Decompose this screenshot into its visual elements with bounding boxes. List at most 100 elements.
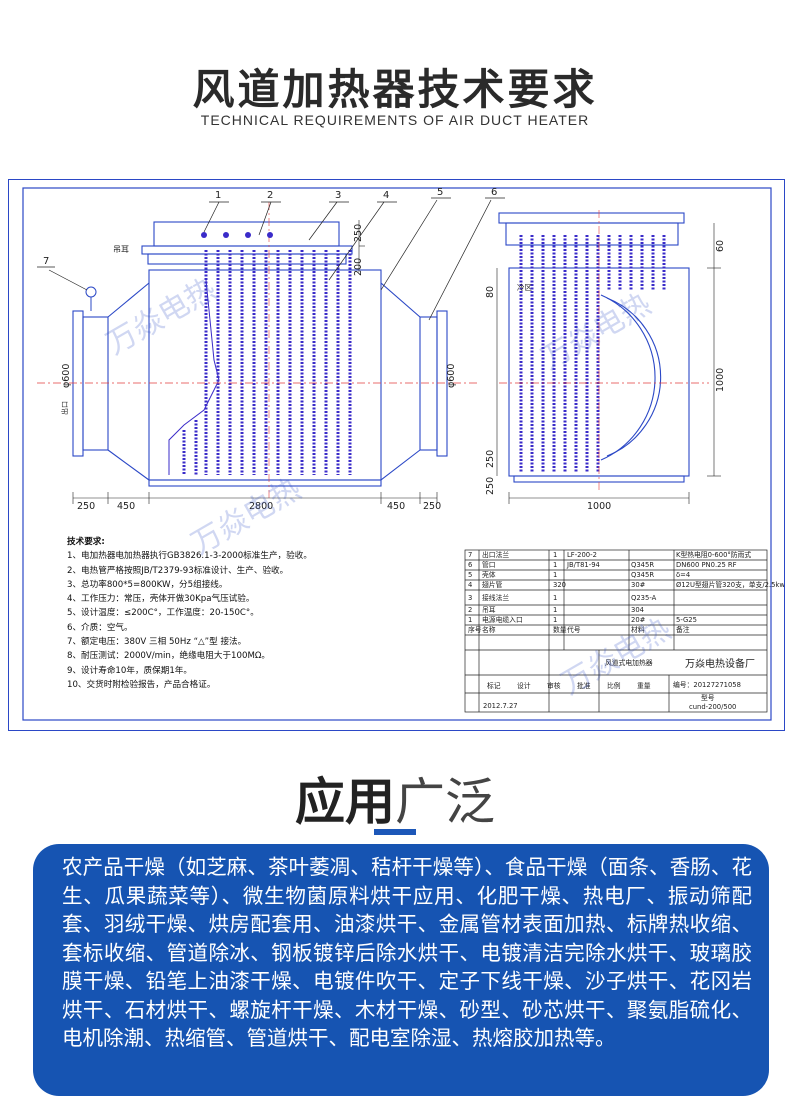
bom-cell: 1 (553, 561, 557, 569)
bom-cell: 1 (553, 594, 557, 602)
dimension-vertical: 200 (353, 258, 364, 276)
callout-7: 7 (43, 256, 49, 267)
sheet-label: 批准 (577, 681, 591, 690)
bom-cell: 320 (553, 581, 566, 589)
bom-header-cell: 数量 (553, 625, 567, 634)
bom-header-cell: 备注 (676, 625, 690, 634)
front-dims: 250 450 2800 450 250 250 200 出口 φ600 φ60… (60, 224, 457, 512)
top-lid-1 (141, 245, 353, 255)
bom-cell: Q345R (631, 571, 654, 579)
application-title-light: 广泛 (395, 773, 495, 831)
bom-header-cell: 序号 (468, 625, 482, 634)
bom-header-cell: 材料 (631, 625, 645, 634)
dimension-bottom: 2800 (249, 501, 273, 512)
application-title-bold: 应用 (295, 773, 395, 831)
lug-label: 吊耳 (113, 245, 129, 254)
thermometer (85, 286, 97, 311)
side-top-lid (498, 212, 685, 224)
bom-cell: 1 (553, 551, 557, 559)
page-title-en: TECHNICAL REQUIREMENTS OF AIR DUCT HEATE… (200, 112, 590, 128)
bom-header-cell: 名称 (482, 625, 496, 634)
dimension-side: 250 (485, 450, 496, 468)
bom-cell: δ=4 (676, 571, 690, 579)
drawing-svg: 1 2 3 4 5 6 7 吊耳 250 450 2800 450 250 25… (22, 187, 784, 721)
note-item: 7、额定电压：380V 三相 50Hz “△”型 接法。 (67, 637, 247, 648)
technical-drawing: 1 2 3 4 5 6 7 吊耳 250 450 2800 450 250 25… (8, 179, 785, 731)
bom-cell: Q345R (631, 561, 654, 569)
left-pipe (82, 316, 109, 451)
application-panel (33, 844, 769, 1096)
note-item: 6、介质：空气。 (67, 622, 133, 633)
callout-1: 1 (215, 190, 221, 201)
bom-cell: 1 (553, 616, 557, 624)
bom-table (464, 549, 768, 713)
right-pipe (419, 316, 438, 451)
bom-cell: 20# (631, 616, 646, 624)
bom-cell: Ø12U型翅片管320支，单支/2.5kw (676, 580, 784, 589)
dia-right-label: φ600 (446, 364, 457, 388)
side-dims: 1000 60 1000 80 250 250 冷区 (485, 240, 726, 512)
notes-heading: 技术要求: (67, 537, 105, 547)
dimension-bottom: 450 (117, 501, 135, 512)
dimension-bottom: 450 (387, 501, 405, 512)
title-underline (374, 829, 416, 835)
side-top-box (505, 222, 679, 246)
bom-cell: 2 (468, 606, 472, 614)
sheet-label: 比例 (607, 681, 621, 690)
bom-header-cell: 代号 (567, 625, 581, 634)
top-junction (153, 221, 340, 247)
note-item: 9、设计寿命10年，质保期1年。 (67, 665, 192, 676)
bom-cell: 电源电缆入口 (482, 615, 523, 624)
bom-cell: 翅片管 (482, 580, 503, 589)
dimension-right: 60 (715, 240, 726, 252)
bom-cell: 1 (468, 616, 472, 624)
bom-cell: DN600 PN0.25 RF (676, 561, 737, 569)
bom-cell: Q235-A (631, 594, 657, 602)
model-value: cund-200/500 (689, 703, 736, 711)
sheet-label: 重量 (637, 682, 651, 690)
callout-4: 4 (383, 190, 389, 201)
bom-cell: 5 (468, 571, 472, 579)
model-label: 型号 (701, 693, 715, 702)
dimension-side-width: 1000 (587, 501, 611, 512)
right-flange (436, 310, 448, 457)
product-name: 风道式电加热器 (605, 658, 653, 667)
bom-cell: 7 (468, 551, 472, 559)
bom-cell: 6 (468, 561, 472, 569)
note-item: 3、总功率800*5=800KW，分5组接线。 (67, 579, 228, 590)
inner-frame (22, 187, 772, 721)
callout-leaders (37, 197, 505, 321)
bom-cell: 4 (468, 581, 472, 589)
dimension-side: 250 (485, 477, 496, 495)
side-arc (600, 294, 656, 461)
application-text: 农产品干燥（如芝麻、茶叶萎凋、秸杆干燥等）、食品干燥（面条、香肠、花生、瓜果蔬菜… (62, 855, 752, 1050)
bom-cell: JB/T81-94 (566, 561, 600, 569)
sheet-label: 设计 (517, 681, 531, 690)
terminal-bolts (201, 232, 273, 238)
bom-cell: LF-200-2 (567, 551, 597, 559)
bom-cell: 1 (553, 571, 557, 579)
bom-cell: 30# (631, 581, 646, 589)
note-item: 8、耐压测试：2000V/min，绝缘电阻大于100MΩ。 (67, 651, 271, 662)
bom-cell: 壳体 (482, 570, 496, 579)
right-transition (380, 282, 421, 481)
callout-2: 2 (267, 190, 273, 201)
dimension-right: 1000 (715, 368, 726, 392)
note-item: 1、电加热器电加热器执行GB3826.1-3-2000标准生产，验收。 (67, 551, 312, 562)
left-flange (72, 310, 84, 457)
side-dim-lines (496, 223, 721, 504)
bom-cell: 5-G25 (676, 616, 697, 624)
drawing-date: 2012.7.27 (483, 702, 518, 710)
dia-left-label: φ600 (61, 364, 72, 388)
top-lid-2 (147, 253, 347, 265)
note-item: 10、交货时附检验报告，产品合格证。 (67, 679, 216, 690)
bom-cell: 管口 (482, 560, 496, 569)
cut-line (168, 279, 220, 475)
company-name: 万焱电热设备厂 (685, 657, 755, 670)
bom-cell: 1 (553, 606, 557, 614)
bom-cell: 接线法兰 (482, 593, 509, 602)
dimension-side: 80 (485, 286, 496, 298)
page-title-cn: 风道加热器技术要求 (192, 65, 598, 114)
base (148, 479, 382, 487)
bom-cell: 304 (631, 606, 644, 614)
